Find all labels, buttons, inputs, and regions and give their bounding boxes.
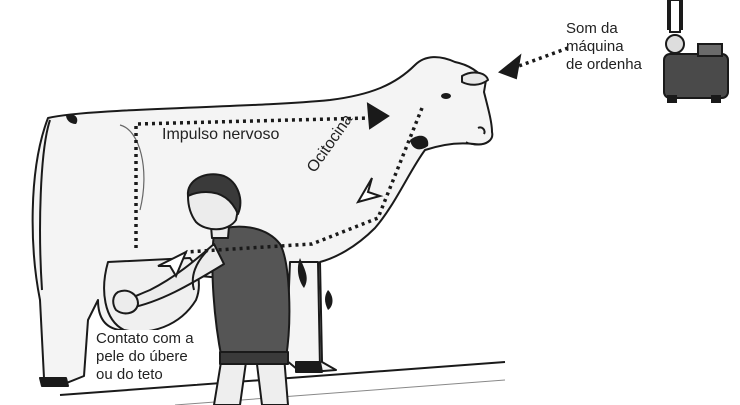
skin-contact-label: Contato com a pele do úbere ou do teto: [93, 330, 197, 384]
nerve-impulse-path: [134, 116, 371, 248]
machine-sound-line-2: máquina: [566, 38, 624, 55]
skin-contact-line-1: Contato com a: [96, 330, 194, 347]
signal-pathway: [134, 46, 569, 254]
arrow-heads: [157, 53, 522, 279]
skin-contact-line-3: ou do teto: [96, 366, 163, 383]
machine-sound-line-3: de ordenha: [566, 56, 642, 73]
machine-sound-label: Som da máquina de ordenha: [566, 20, 642, 74]
oxytocin-arrow-head: [355, 177, 384, 204]
oxytocin-path: [185, 107, 424, 254]
nerve-arrow-head: [366, 102, 390, 130]
udder-arrow-head: [157, 249, 188, 279]
nerve-impulse-label: Impulso nervoso: [162, 126, 280, 143]
milking-machine-icon: [663, 0, 729, 103]
skin-contact-line-2: pele do úbere: [96, 348, 188, 365]
machine-sound-line-1: Som da: [566, 20, 618, 37]
sound-arrow-head: [498, 53, 522, 80]
